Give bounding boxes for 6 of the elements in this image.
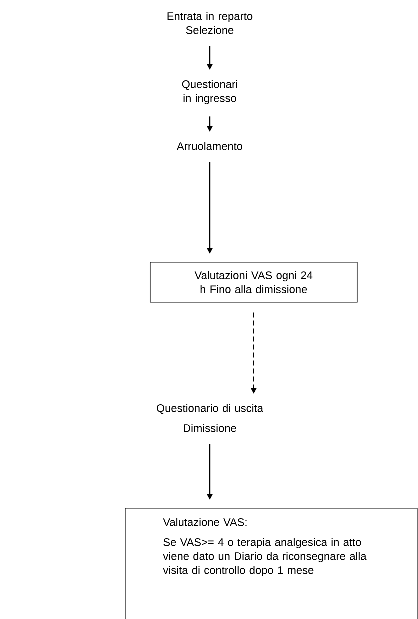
step-text: Questionario di uscita Dimissione [157,404,264,432]
step-text: Questionari in ingresso [182,80,238,104]
step-text: Entrata in reparto Selezione [168,12,253,34]
step-text: Arruolamento [177,142,243,150]
note-box: Valutazione VAS: Se VAS>= 4 o terapia analgesica in atto viene dato un Diario da riconsegnare alla visita di controllo dopo 1 mese [125,508,418,619]
process-box: Valutazioni VAS ogni 24 h Fino alla dimissione [150,262,358,303]
